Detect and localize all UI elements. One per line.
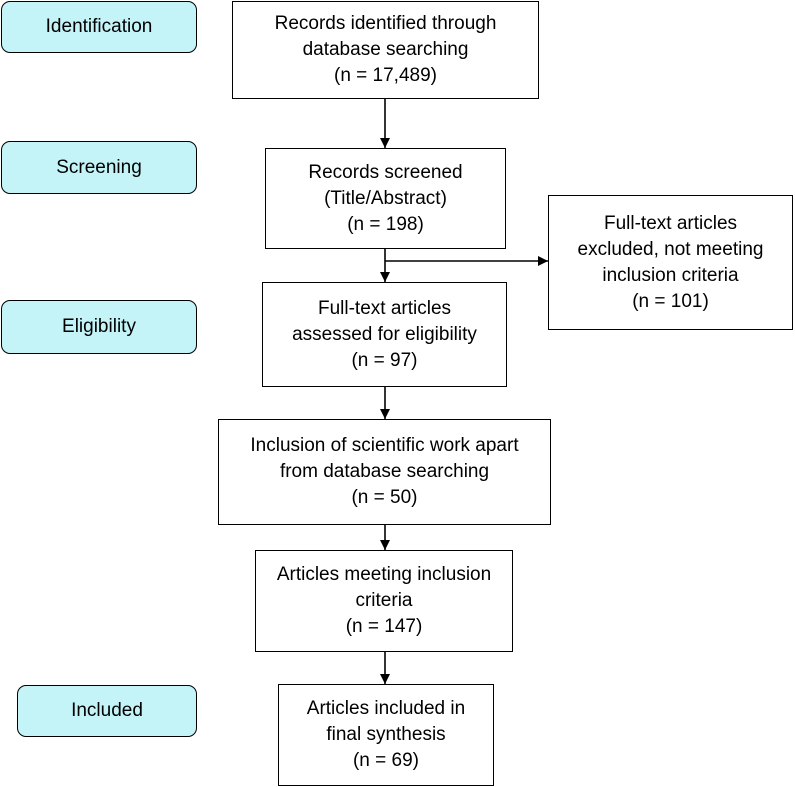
inclusion-other-count: (n = 50) (351, 487, 418, 508)
records-screened-box: Records screened (Title/Abstract) (n = 1… (265, 148, 506, 249)
records-identified-line-1: Records identified through (274, 13, 497, 34)
phase-screening: Screening (1, 141, 197, 194)
records-identified-count: (n = 17,489) (334, 65, 437, 86)
phase-screening-label: Screening (56, 156, 142, 178)
records-screened-count: (n = 198) (347, 213, 424, 235)
phase-identification: Identification (1, 1, 197, 53)
records-screened-line-1: Records screened (308, 161, 463, 183)
final-synthesis-line-2: final synthesis (326, 724, 446, 745)
phase-included-label: Included (71, 700, 143, 721)
excluded-line-1: Full-text articles (603, 212, 738, 234)
inclusion-other-box: Inclusion of scientific work apart from … (218, 419, 551, 525)
phase-eligibility: Eligibility (1, 300, 197, 354)
assessed-box: Full-text articles assessed for eligibil… (262, 282, 507, 387)
records-identified-line-2: database searching (302, 39, 469, 60)
meeting-criteria-line-1: Articles meeting inclusion (276, 564, 492, 585)
phase-included: Included (17, 685, 197, 737)
phase-identification-label: Identification (45, 16, 153, 37)
excluded-line-3: inclusion criteria (602, 264, 739, 286)
excluded-line-2: excluded, not meeting (577, 238, 764, 260)
assessed-line-1: Full-text articles (317, 297, 452, 319)
meeting-criteria-line-2: criteria (355, 590, 413, 611)
inclusion-other-line-1: Inclusion of scientific work apart (250, 435, 519, 456)
assessed-count: (n = 97) (351, 349, 418, 371)
excluded-count: (n = 101) (632, 290, 709, 312)
meeting-criteria-count: (n = 147) (345, 616, 423, 637)
final-synthesis-count: (n = 69) (352, 750, 419, 771)
meeting-criteria-box: Articles meeting inclusion criteria (n =… (255, 550, 513, 652)
records-identified-box: Records identified through database sear… (232, 1, 539, 99)
assessed-line-2: assessed for eligibility (292, 323, 477, 345)
final-synthesis-box: Articles included in final synthesis (n … (278, 684, 494, 786)
inclusion-other-line-2: from database searching (279, 461, 490, 482)
phase-eligibility-label: Eligibility (62, 316, 136, 337)
final-synthesis-line-1: Articles included in (306, 698, 466, 719)
records-screened-line-2: (Title/Abstract) (324, 187, 447, 209)
excluded-box: Full-text articles excluded, not meeting… (548, 195, 793, 330)
